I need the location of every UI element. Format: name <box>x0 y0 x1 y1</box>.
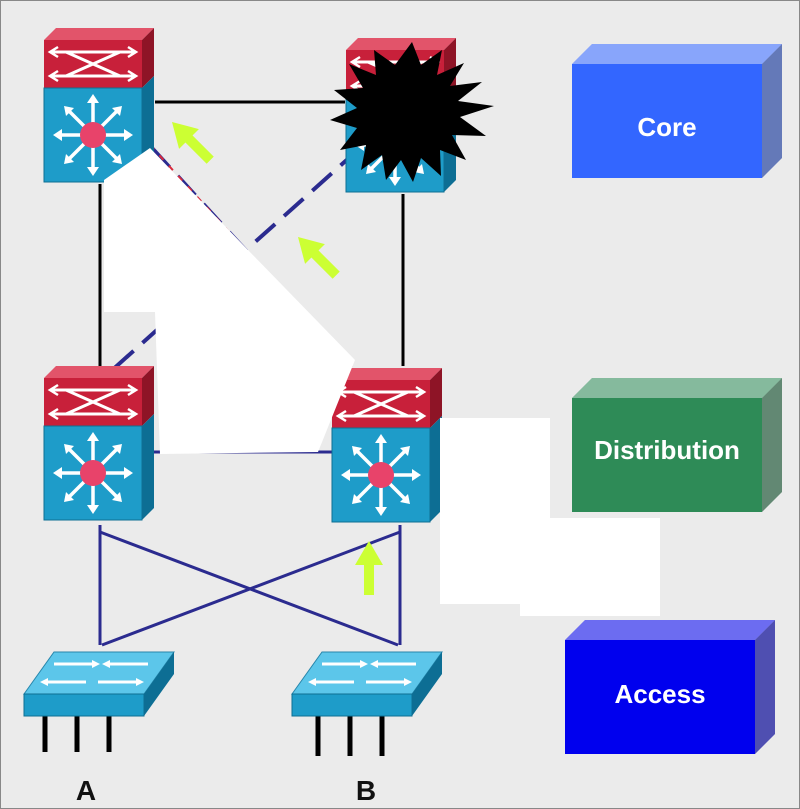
layer-core-label: Core <box>637 112 696 142</box>
distribution-left-switch-icon <box>42 364 156 522</box>
erased-regions <box>104 148 660 616</box>
layer-distribution-box: Distribution <box>572 378 782 512</box>
layer-core-box: Core <box>572 44 782 178</box>
layer-access-label: Access <box>614 679 705 709</box>
layer-distribution-label: Distribution <box>594 435 740 465</box>
host-b-label: B <box>356 775 376 806</box>
layer-access-box: Access <box>565 620 775 754</box>
link-dist-right-access-left <box>101 530 401 647</box>
failure-burst-icon <box>330 42 494 182</box>
distribution-right-switch-icon <box>330 366 444 524</box>
host-a-label: A <box>76 775 96 806</box>
